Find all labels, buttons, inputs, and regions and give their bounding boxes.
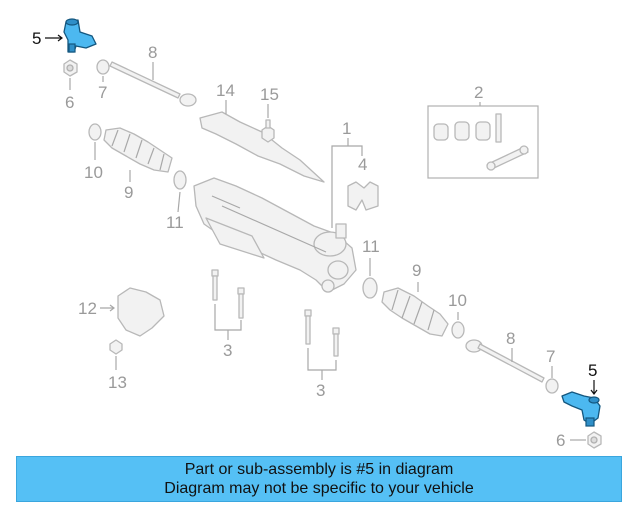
inner-tie-rod-top	[109, 61, 197, 107]
callout-14: 14	[216, 81, 235, 100]
callout-3-upper: 3	[223, 341, 232, 360]
banner-line-1: Part or sub-assembly is #5 in diagram	[184, 461, 454, 478]
ring-top-left	[96, 59, 110, 75]
callout-5-top: 5	[32, 29, 41, 48]
mounting-kit-box	[427, 105, 539, 179]
callout-9-top: 9	[124, 183, 133, 202]
boot-right	[381, 287, 449, 337]
mount-bushing	[347, 181, 379, 211]
clamp-11-right	[362, 277, 378, 299]
parts-diagram: 5 6 7 8 14 15 10 9 11	[32, 18, 602, 450]
callout-13: 13	[108, 373, 127, 392]
callout-4: 4	[358, 155, 367, 174]
tie-rod-end-top-left[interactable]	[63, 18, 97, 53]
steering-rack	[193, 177, 357, 293]
bolt-13	[109, 339, 123, 355]
bolts-upper	[211, 269, 245, 340]
callout-8-top: 8	[148, 43, 157, 62]
callout-8-right: 8	[506, 329, 515, 348]
callout-15: 15	[260, 85, 279, 104]
callout-12: 12	[78, 299, 97, 318]
boot-top-left	[103, 127, 173, 173]
banner-line-2: Diagram may not be specific to your vehi…	[164, 480, 474, 497]
info-banner: Part or sub-assembly is #5 in diagram Di…	[16, 456, 622, 502]
nut-right	[587, 431, 602, 449]
leader-5-top	[45, 34, 63, 42]
callout-1: 1	[342, 119, 351, 138]
callout-10-right: 10	[448, 291, 467, 310]
clamp-top-left	[88, 123, 102, 141]
callout-9-right: 9	[412, 261, 421, 280]
inner-tie-rod-right	[465, 339, 545, 383]
clamp-10-right	[451, 321, 465, 339]
callout-6-top: 6	[65, 93, 74, 112]
callout-2: 2	[474, 83, 483, 102]
ring-right	[545, 378, 559, 394]
nut-top-left	[63, 59, 78, 77]
bolt-15	[261, 119, 275, 143]
callout-11-top: 11	[166, 213, 184, 232]
clamp-11-top	[173, 170, 187, 190]
callout-7-top: 7	[98, 83, 107, 102]
callout-3-lower: 3	[316, 381, 325, 400]
callout-6-right: 6	[556, 431, 565, 450]
bracket-12	[117, 287, 165, 337]
callout-10-top: 10	[84, 163, 103, 182]
callout-11-right: 11	[362, 237, 380, 256]
heat-shield	[199, 111, 325, 183]
callout-7-right: 7	[546, 347, 555, 366]
callout-5-right: 5	[588, 361, 597, 380]
tie-rod-end-right[interactable]	[561, 391, 601, 427]
leader-5-right	[590, 380, 598, 395]
bolts-lower	[304, 309, 340, 380]
